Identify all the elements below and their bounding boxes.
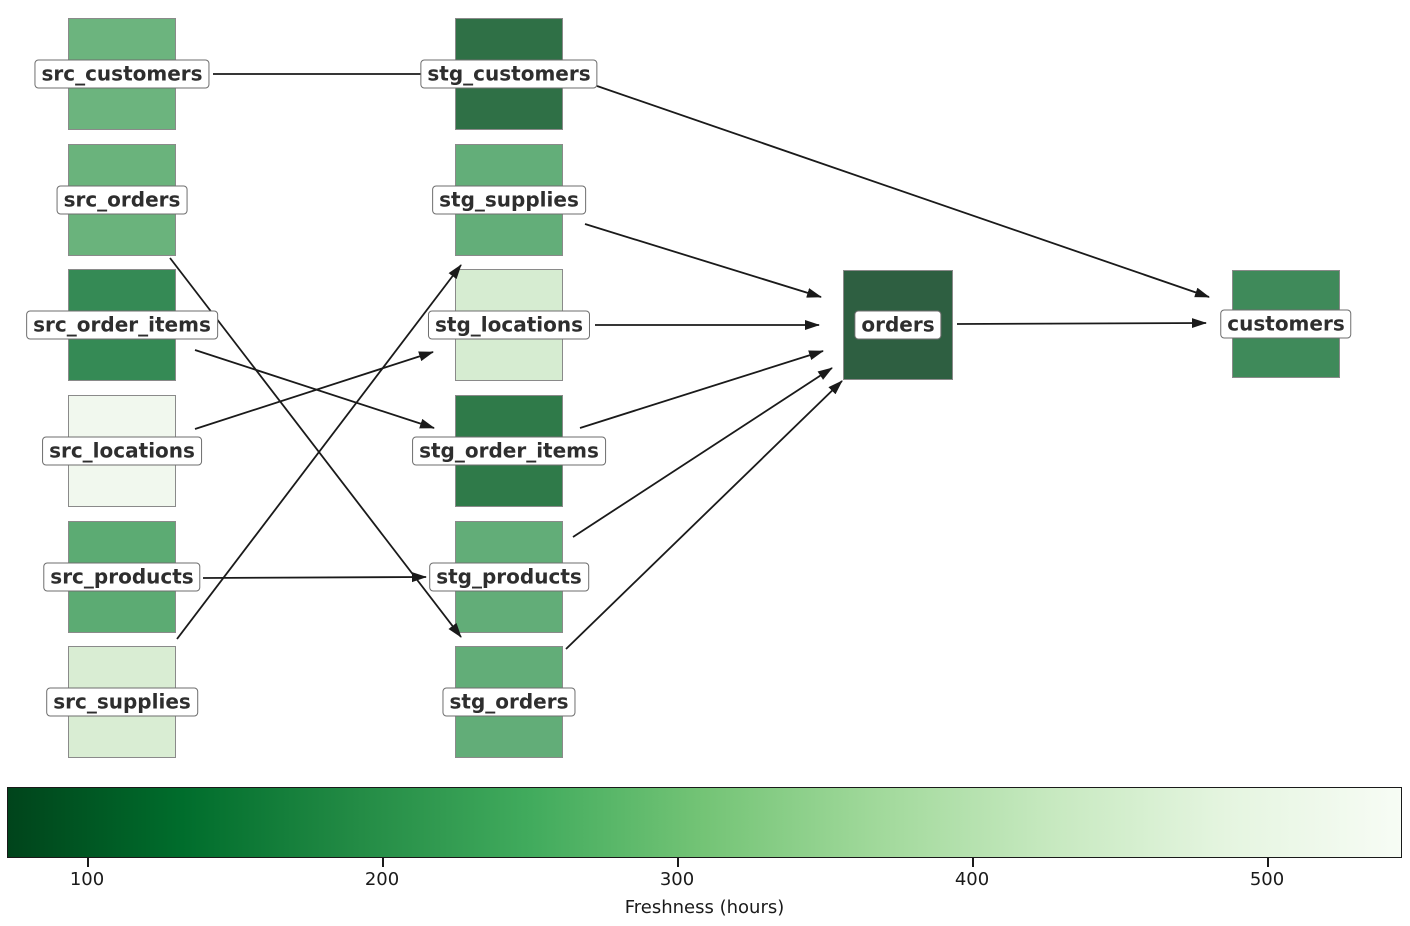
edge-src-locations-to-stg-locations: [194, 351, 434, 430]
edge-stg-order-items-to-orders: [579, 350, 824, 429]
edge-stg-products-to-orders: [572, 367, 833, 538]
edge-stg-orders-to-orders: [565, 380, 843, 650]
edge-src-order-items-to-stg-order-items: [194, 349, 435, 429]
edge-src-orders-to-stg-orders: [169, 257, 462, 638]
edge-stg-customers-to-customers: [596, 85, 1210, 298]
edge-orders-to-customers: [956, 318, 1207, 329]
edge-src-products-to-stg-products: [202, 572, 427, 583]
edge-src-supplies-to-stg-supplies: [176, 264, 462, 640]
edge-stg-supplies-to-orders: [584, 223, 822, 298]
